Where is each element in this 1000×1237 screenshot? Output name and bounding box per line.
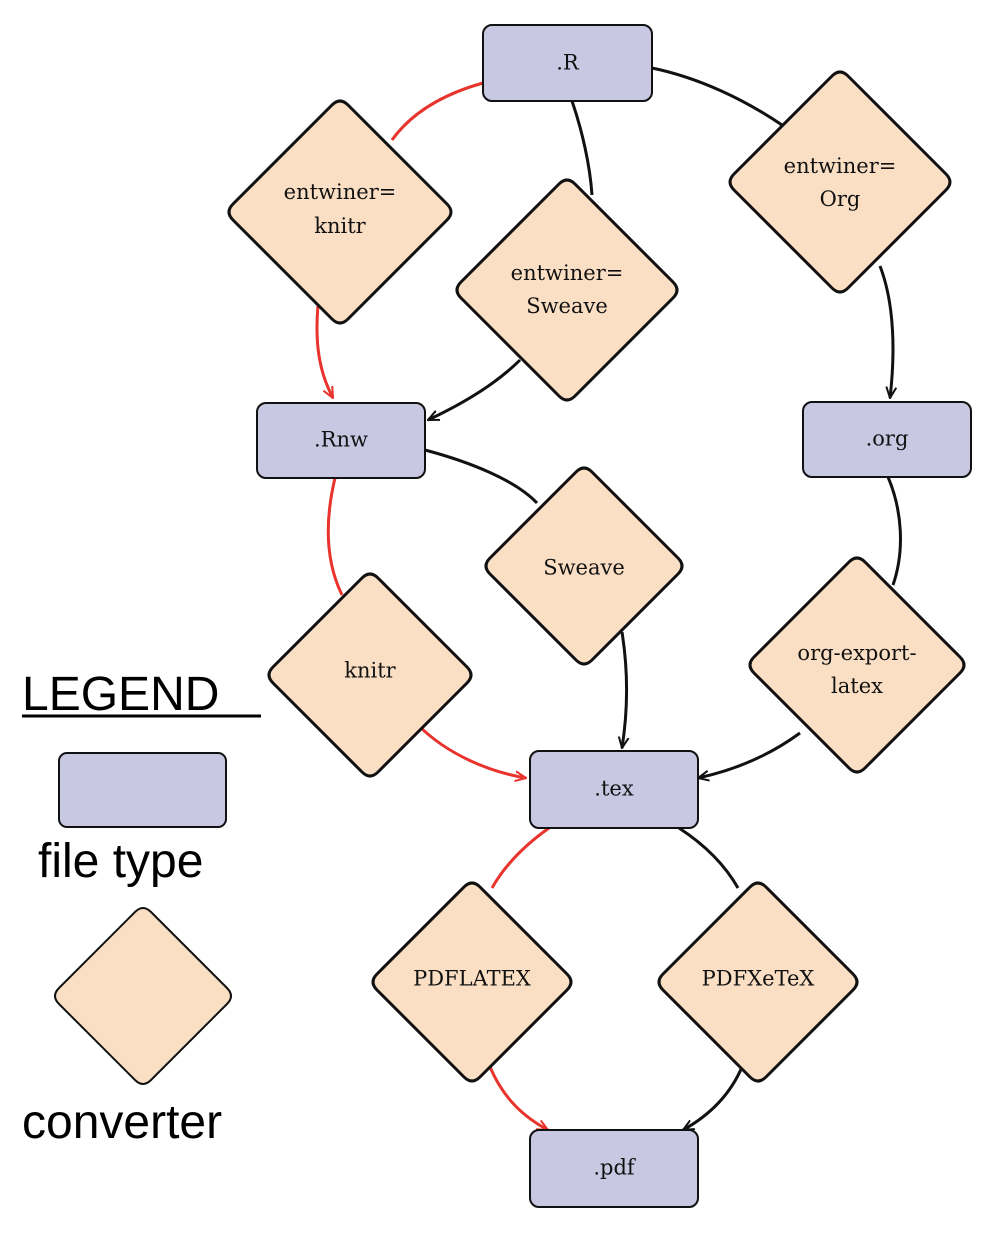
edge-entwiner-sweave-to-rnw	[428, 358, 522, 422]
legend-file-type-label: file type	[38, 835, 203, 888]
file-node-org-label: .org	[866, 427, 909, 451]
file-node-tex-label: .tex	[594, 777, 634, 801]
legend-converter-swatch	[54, 907, 232, 1085]
converter-node-org-export-latex-line2: latex	[831, 674, 883, 698]
file-node-tex: .tex	[529, 750, 699, 829]
edge-entwiner-org-to-org	[878, 265, 893, 398]
file-node-rnw-label: .Rnw	[314, 428, 368, 452]
converter-node-sweave-label: Sweave	[543, 556, 625, 580]
converter-node-pdflatex: PDFLATEX	[371, 881, 573, 1083]
file-node-r-label: .R	[556, 51, 580, 75]
edge-pdflatex-to-pdf	[488, 1066, 548, 1132]
legend-title: LEGEND	[22, 668, 219, 721]
converter-node-knitr: knitr	[267, 572, 473, 778]
edge-r-to-entwiner-sweave	[570, 100, 594, 196]
edge-rnw-to-sweave	[424, 448, 539, 505]
edge-sweave-to-tex	[622, 631, 627, 748]
edge-r-to-entwiner-knitr	[390, 81, 484, 141]
legend: LEGEND file type converter	[22, 668, 261, 1149]
converter-node-entwiner-org-line2: Org	[820, 187, 861, 211]
converter-node-entwiner-org-line1: entwiner=	[784, 154, 897, 178]
converter-node-entwiner-org: entwiner= Org	[728, 70, 952, 294]
edge-rnw-to-knitr	[326, 477, 344, 596]
file-node-r: .R	[482, 24, 653, 102]
converter-node-pdfxetex-label: PDFXeTeX	[702, 967, 815, 991]
edge-entwiner-knitr-to-rnw	[315, 304, 335, 398]
edge-pdfxetex-to-pdf	[683, 1066, 744, 1132]
converter-node-org-export-latex-line1: org-export-	[797, 641, 916, 665]
edges	[315, 66, 902, 1132]
edge-org-to-org-export-latex	[886, 476, 902, 586]
edge-tex-to-pdflatex	[490, 826, 550, 889]
legend-converter-label: converter	[22, 1096, 222, 1149]
converter-node-knitr-label: knitr	[344, 659, 396, 683]
converter-node-sweave: Sweave	[484, 466, 684, 666]
converter-node-entwiner-sweave: entwiner= Sweave	[455, 178, 679, 402]
converter-node-pdflatex-label: PDFLATEX	[413, 967, 531, 991]
converter-node-entwiner-knitr-line2: knitr	[314, 214, 366, 238]
legend-file-type-swatch	[58, 752, 227, 828]
file-node-rnw: .Rnw	[256, 402, 426, 479]
edge-knitr-to-tex	[416, 723, 526, 778]
converter-node-pdfxetex: PDFXeTeX	[657, 881, 859, 1083]
converter-node-entwiner-knitr: entwiner= knitr	[227, 99, 453, 325]
file-node-pdf: .pdf	[529, 1129, 699, 1208]
converter-node-org-export-latex: org-export- latex	[748, 556, 966, 774]
converter-node-entwiner-knitr-line1: entwiner=	[284, 180, 397, 204]
file-node-pdf-label: .pdf	[593, 1156, 637, 1180]
edge-r-to-entwiner-org	[651, 66, 783, 127]
edge-org-export-latex-to-tex	[698, 731, 801, 778]
file-node-org: .org	[802, 401, 972, 478]
converter-node-entwiner-sweave-line1: entwiner=	[511, 261, 624, 285]
converter-node-entwiner-sweave-line2: Sweave	[526, 294, 608, 318]
edge-tex-to-pdfxetex	[678, 826, 740, 889]
